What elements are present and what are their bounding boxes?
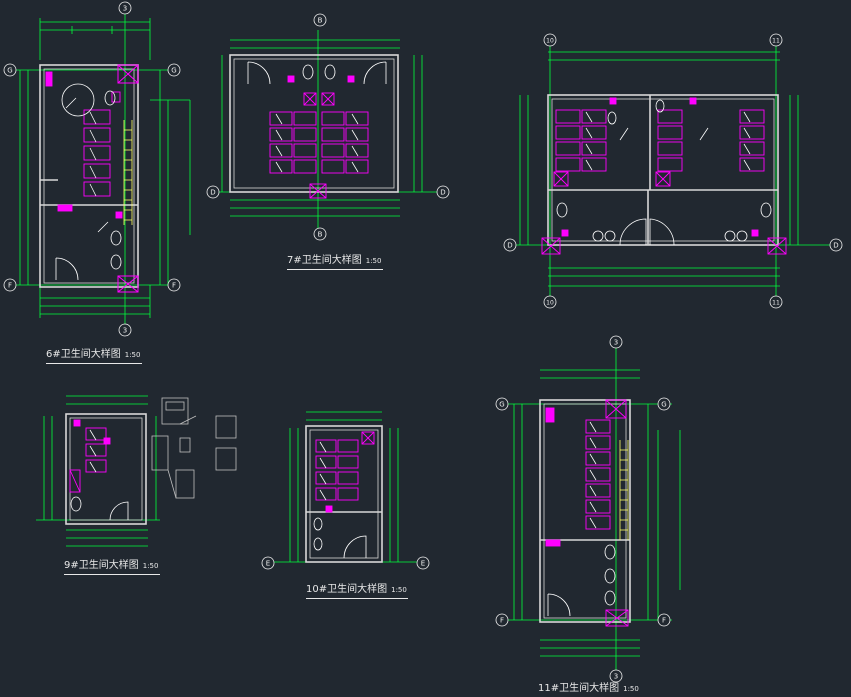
axis-label: 3	[614, 339, 618, 347]
axis-bubbles	[3, 1, 843, 683]
axis-label: 11	[772, 300, 780, 307]
axis-label: G	[171, 67, 176, 75]
axis-label: 3	[614, 673, 618, 681]
axis-label: 11	[772, 38, 780, 45]
plan-7-title-underline	[287, 269, 383, 270]
plan-9-title-underline	[64, 574, 160, 575]
plan-9-scale: 1:50	[142, 562, 159, 570]
axis-label: E	[266, 560, 270, 568]
axis-label: 10	[546, 300, 554, 307]
axis-label: D	[210, 189, 215, 197]
axis-label: F	[8, 282, 12, 290]
plan-9-title-text: 9#卫生间大样图	[64, 560, 139, 571]
axis-label: D	[833, 242, 838, 250]
plan-10-drawing	[270, 411, 420, 563]
axis-label: D	[507, 242, 512, 250]
axis-label: G	[661, 401, 666, 409]
plan-11-scale: 1:50	[623, 685, 639, 693]
axis-label: G	[499, 401, 504, 409]
plan-6-drawing	[10, 10, 191, 330]
plan-10-11-drawing	[505, 40, 840, 300]
plan-11-drawing	[500, 346, 681, 676]
axis-label: F	[172, 282, 176, 290]
axis-label: 3	[123, 327, 127, 335]
plan-11-title-text: 11#卫生间大样图	[538, 683, 620, 694]
axis-label: E	[421, 560, 425, 568]
plan-7-drawing	[215, 30, 440, 230]
plan-7-title-text: 7#卫生间大样图	[287, 255, 362, 266]
plan-6-scale: 1:50	[124, 351, 141, 359]
plan-10-scale: 1:50	[391, 586, 407, 594]
plan-6-title-underline	[46, 363, 142, 364]
axis-label: F	[662, 617, 666, 625]
plan-10-title-underline	[306, 598, 408, 599]
axis-label: D	[440, 189, 445, 197]
plan-9-drawing	[36, 395, 237, 547]
plan-10-title-text: 10#卫生间大样图	[306, 584, 388, 595]
plan-6-title-text: 6#卫生间大样图	[46, 349, 121, 360]
axis-label: B	[318, 17, 323, 25]
axis-label: F	[500, 617, 504, 625]
plan-7-scale: 1:50	[365, 257, 382, 265]
axis-label: 10	[546, 38, 554, 45]
axis-label: G	[7, 67, 12, 75]
axis-label: 3	[123, 5, 127, 13]
axis-label: B	[318, 231, 323, 239]
